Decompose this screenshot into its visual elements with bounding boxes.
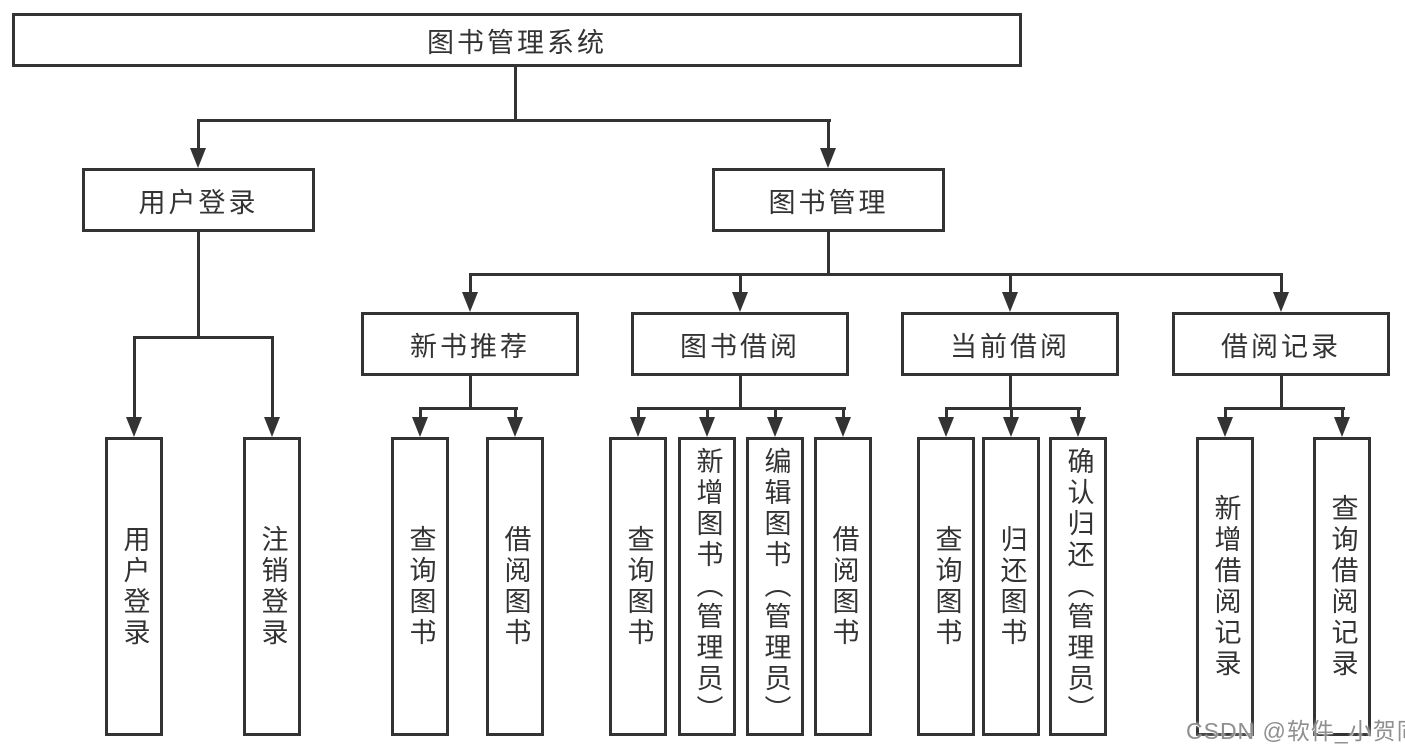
connector-line [197,232,200,336]
leaf-query-borrow-record: 查询借阅记录 [1313,437,1371,736]
connector-line [419,410,422,419]
node-user-login: 用户登录 [82,168,315,232]
connector-line [514,410,517,419]
connector-line [133,339,136,419]
leaf-logout: 注销登录 [243,437,301,736]
node-new-book-recommend: 新书推荐 [361,312,579,376]
arrowhead-down-icon [835,417,851,437]
arrowhead-down-icon [1217,417,1233,437]
connector-line [1280,276,1283,294]
arrowhead-down-icon [1334,417,1350,437]
arrowhead-down-icon [190,148,206,168]
connector-line [945,407,1081,410]
leaf-return-book: 归还图书 [982,437,1040,736]
leaf-query-book: 查询图书 [609,437,667,736]
arrowhead-down-icon [126,417,142,437]
connector-line [1224,410,1227,419]
connector-line [1010,410,1013,419]
connector-line [827,122,830,150]
node-current-borrow: 当前借阅 [901,312,1119,376]
arrowhead-down-icon [1070,417,1086,437]
arrowhead-down-icon [507,417,523,437]
arrowhead-down-icon [732,292,748,312]
connector-line [1077,410,1080,419]
arrowhead-down-icon [462,292,478,312]
connector-line [774,410,777,419]
leaf-add-borrow-record: 新增借阅记录 [1196,437,1254,736]
connector-line [197,119,831,122]
leaf-query-book: 查询图书 [391,437,449,736]
connector-line [469,376,472,407]
connector-line [842,410,845,419]
connector-line [739,376,742,407]
connector-line [637,410,640,419]
connector-line [1009,276,1012,294]
arrowhead-down-icon [938,417,954,437]
connector-line [739,276,742,294]
connector-line [637,407,846,410]
node-book-management: 图书管理 [712,168,945,232]
arrowhead-down-icon [264,417,280,437]
connector-line [469,273,1283,276]
watermark-text: CSDN @软件_小贺同学 [1186,718,1405,744]
leaf-borrow-book: 借阅图书 [486,437,544,736]
arrowhead-down-icon [630,417,646,437]
connector-line [469,276,472,294]
node-root-system: 图书管理系统 [12,13,1022,67]
arrowhead-down-icon [412,417,428,437]
connector-line [271,339,274,419]
arrowhead-down-icon [767,417,783,437]
leaf-query-book: 查询图书 [917,437,975,736]
connector-line [945,410,948,419]
node-book-borrow: 图书借阅 [631,312,849,376]
connector-line [706,410,709,419]
leaf-add-book-admin: 新增图书（管理员） [678,437,736,736]
arrowhead-down-icon [1273,292,1289,312]
leaf-user-login: 用户登录 [105,437,163,736]
connector-line [197,122,200,150]
arrowhead-down-icon [1002,292,1018,312]
leaf-borrow-book: 借阅图书 [814,437,872,736]
connector-line [419,407,518,410]
arrowhead-down-icon [1003,417,1019,437]
connector-line [1009,376,1012,407]
connector-line [1341,410,1344,419]
connector-line [827,232,830,273]
arrowhead-down-icon [820,148,836,168]
node-borrow-records: 借阅记录 [1172,312,1390,376]
connector-line [1224,407,1345,410]
connector-line [133,336,274,339]
arrowhead-down-icon [699,417,715,437]
leaf-edit-book-admin: 编辑图书（管理员） [746,437,804,736]
connector-line [1280,376,1283,407]
connector-line [514,67,517,119]
leaf-confirm-return-admin: 确认归还（管理员） [1049,437,1107,736]
